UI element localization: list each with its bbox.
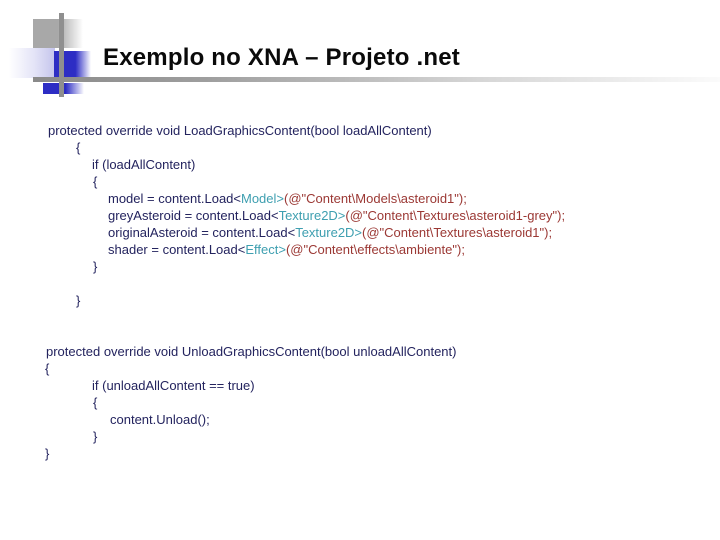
code-segment-code: } xyxy=(76,293,81,308)
code-segment-code: protected override void UnloadGraphicsCo… xyxy=(46,344,457,359)
code-segment-code: } xyxy=(45,446,50,461)
code-segment-code: model = content.Load< xyxy=(108,191,241,206)
page-title: Exemplo no XNA – Projeto .net xyxy=(103,44,460,71)
code-segment-string: (@"Content\Textures\asteroid1"); xyxy=(362,225,553,240)
code-segment-code: { xyxy=(76,140,81,155)
code-block: protected override void LoadGraphicsCont… xyxy=(0,122,720,462)
code-line: { xyxy=(0,360,720,377)
code-line: } xyxy=(0,445,720,462)
logo-vertical-bar xyxy=(59,13,64,97)
code-segment-code: if (unloadAllContent == true) xyxy=(92,378,255,393)
code-segment-type: Texture2D> xyxy=(295,225,363,240)
code-line: if (loadAllContent) xyxy=(0,156,720,173)
code-line: content.Unload(); xyxy=(0,411,720,428)
code-segment-string: (@"Content\Models\asteroid1"); xyxy=(284,191,467,206)
code-line: } xyxy=(0,428,720,445)
code-line xyxy=(0,275,720,292)
code-line xyxy=(0,309,720,326)
code-segment-string: (@"Content\Textures\asteroid1-grey"); xyxy=(345,208,566,223)
code-segment-string: (@"Content\effects\ambiente"); xyxy=(285,242,465,257)
code-segment-code: protected override void LoadGraphicsCont… xyxy=(48,123,432,138)
code-segment-code: shader = content.Load< xyxy=(108,242,246,257)
code-line: greyAsteroid = content.Load<Texture2D>(@… xyxy=(0,207,720,224)
code-segment-code: } xyxy=(93,259,98,274)
logo-gray-square xyxy=(33,19,83,48)
code-line: { xyxy=(0,394,720,411)
code-line: originalAsteroid = content.Load<Texture2… xyxy=(0,224,720,241)
code-segment-code: if (loadAllContent) xyxy=(92,157,196,172)
title-underline xyxy=(33,77,720,82)
code-segment-code: originalAsteroid = content.Load< xyxy=(108,225,296,240)
code-line: } xyxy=(0,258,720,275)
code-line: { xyxy=(0,173,720,190)
code-segment-code: { xyxy=(45,361,50,376)
code-line xyxy=(0,326,720,343)
code-segment-code: content.Unload(); xyxy=(110,412,210,427)
code-line: protected override void UnloadGraphicsCo… xyxy=(0,343,720,360)
code-segment-code: greyAsteroid = content.Load< xyxy=(108,208,279,223)
code-segment-code: } xyxy=(93,429,98,444)
slide-logo xyxy=(0,0,720,110)
code-line: { xyxy=(0,139,720,156)
code-segment-type: Model> xyxy=(241,191,284,206)
code-segment-type: Effect> xyxy=(245,242,286,257)
code-segment-type: Texture2D> xyxy=(278,208,346,223)
code-line: } xyxy=(0,292,720,309)
code-line: protected override void LoadGraphicsCont… xyxy=(0,122,720,139)
code-line: if (unloadAllContent == true) xyxy=(0,377,720,394)
code-line: shader = content.Load<Effect>(@"Content\… xyxy=(0,241,720,258)
code-segment-code: { xyxy=(93,174,98,189)
code-segment-code: { xyxy=(93,395,98,410)
code-line: model = content.Load<Model>(@"Content\Mo… xyxy=(0,190,720,207)
logo-lavender-square xyxy=(9,48,55,78)
